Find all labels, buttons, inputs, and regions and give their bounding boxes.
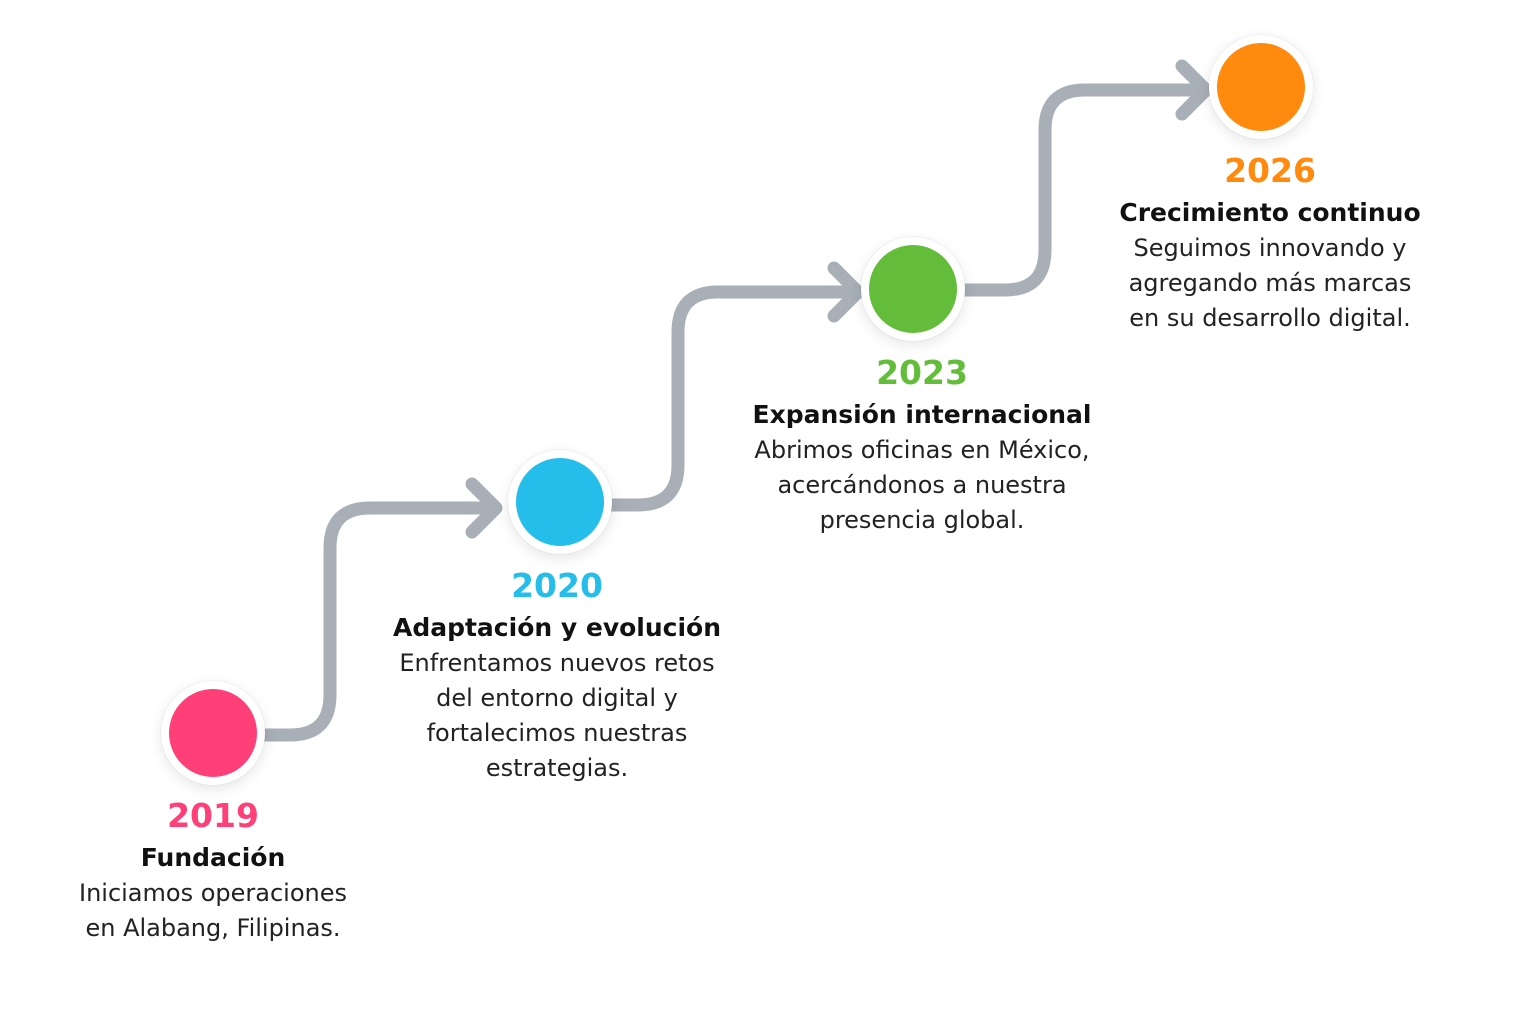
milestone-dot-2023 (869, 245, 957, 333)
connector-arrowhead-2026 (1175, 59, 1213, 121)
milestone-node-2019 (161, 681, 265, 785)
milestone-title: Fundación (140, 843, 286, 872)
milestone-year: 2020 (511, 566, 603, 605)
connector-2020-2023 (601, 285, 859, 512)
connector-2023-2026 (955, 83, 1207, 297)
milestone-title: Crecimiento continuo (1119, 198, 1421, 227)
milestone-text-2026: 2026 Crecimiento continuo Seguimos innov… (1070, 151, 1470, 336)
milestone-text-2020: 2020 Adaptación y evolución Enfrentamos … (357, 566, 757, 786)
connector-arrowhead-2023 (827, 261, 865, 323)
milestone-year: 2019 (167, 796, 259, 835)
connector-2019-2020 (255, 501, 497, 742)
milestone-description: Abrimos oficinas en México,acercándonos … (754, 436, 1090, 534)
milestone-text-2023: 2023 Expansión internacional Abrimos ofi… (722, 353, 1122, 538)
milestone-node-2020 (508, 450, 612, 554)
milestone-dot-2019 (169, 689, 257, 777)
milestone-node-2023 (861, 237, 965, 341)
milestone-title: Expansión internacional (752, 400, 1092, 429)
milestone-title: Adaptación y evolución (392, 613, 722, 642)
milestone-node-2026 (1209, 35, 1313, 139)
milestone-year: 2023 (876, 353, 968, 392)
connector-arrowhead-2020 (465, 477, 503, 539)
milestone-dot-2026 (1217, 43, 1305, 131)
milestone-year: 2026 (1224, 151, 1316, 190)
milestone-dot-2020 (516, 458, 604, 546)
